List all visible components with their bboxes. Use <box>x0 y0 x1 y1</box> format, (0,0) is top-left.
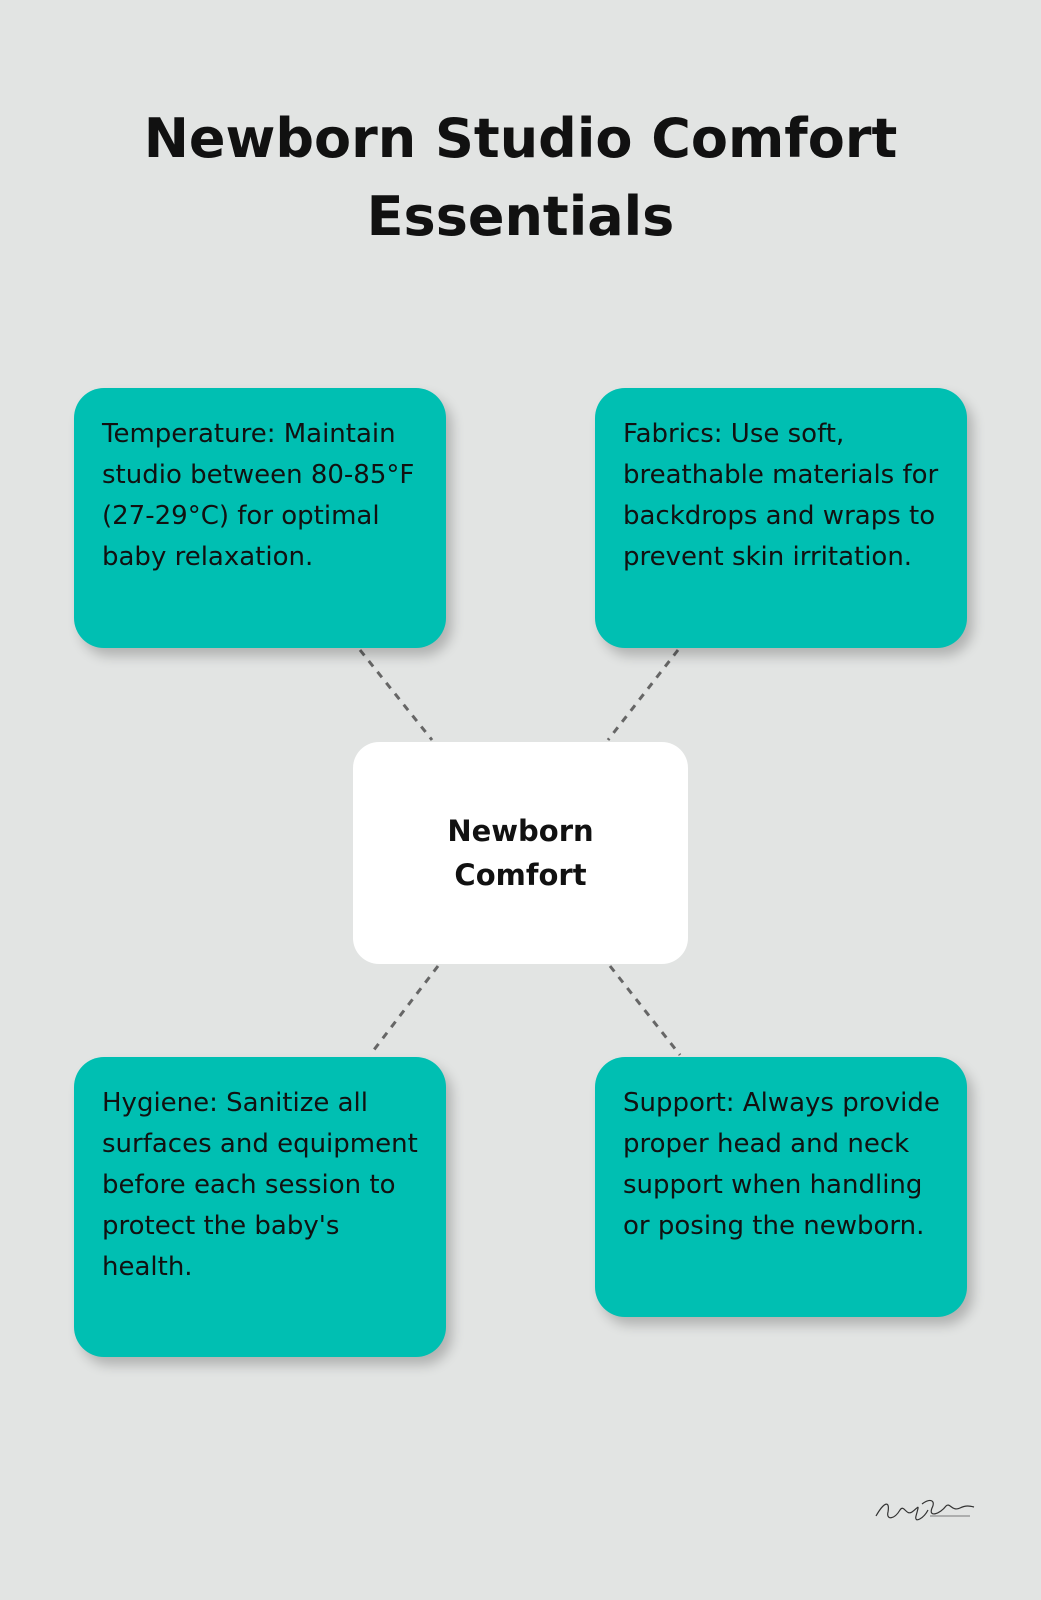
connector-top-right <box>606 649 680 741</box>
signature-logo <box>875 1499 975 1521</box>
node-fabrics: Fabrics: Use soft, breathable materials … <box>595 388 967 648</box>
node-fabrics-text: Fabrics: Use soft, breathable materials … <box>623 419 939 572</box>
page-title: Newborn Studio Comfort Essentials <box>143 107 898 248</box>
connector-bottom-left <box>368 965 440 1056</box>
node-temperature-text: Temperature: Maintain studio between 80-… <box>102 419 415 572</box>
node-hygiene: Hygiene: Sanitize all surfaces and equip… <box>74 1057 446 1357</box>
node-temperature: Temperature: Maintain studio between 80-… <box>74 388 446 648</box>
center-node: Newborn Comfort <box>353 742 688 964</box>
node-support: Support: Always provide proper head and … <box>595 1057 967 1317</box>
node-hygiene-text: Hygiene: Sanitize all surfaces and equip… <box>102 1088 418 1282</box>
connector-top-left <box>358 649 434 741</box>
center-node-label: Newborn Comfort <box>447 814 594 892</box>
node-support-text: Support: Always provide proper head and … <box>623 1088 940 1241</box>
connector-bottom-right <box>608 965 682 1056</box>
